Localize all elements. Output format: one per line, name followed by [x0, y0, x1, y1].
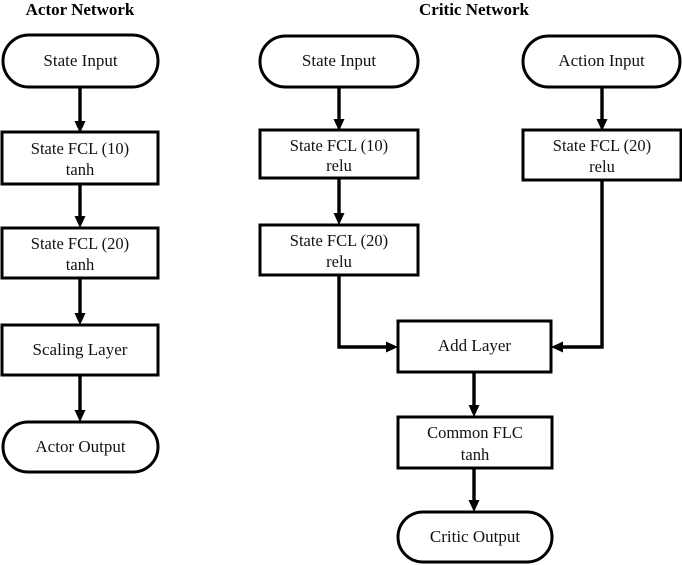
- critic-action-fcl-20-label-line2: relu: [589, 157, 615, 176]
- actor-network-title: Actor Network: [26, 0, 135, 19]
- critic-state-fcl-20-node[interactable]: State FCL (20) relu: [258, 223, 420, 277]
- critic-state-fcl-10-label-line1: State FCL (10): [290, 136, 388, 155]
- actor-edge-scaling-to-output: [74, 375, 86, 422]
- critic-action-fcl-20-label-line1: State FCL (20): [553, 136, 651, 155]
- critic-action-input-shape: [521, 34, 682, 89]
- actor-fcl-20-label-line1: State FCL (20): [31, 234, 129, 253]
- actor-edge-fcl10-to-fcl20: [74, 184, 86, 228]
- actor-state-input-node[interactable]: State Input: [1, 33, 160, 89]
- critic-common-flc-label-line2: tanh: [461, 445, 490, 464]
- critic-output-node[interactable]: Critic Output: [396, 510, 554, 564]
- critic-action-input-node[interactable]: Action Input: [521, 34, 682, 89]
- actor-fcl-10-shape: [0, 130, 160, 186]
- critic-edge-add-layer-to-common-flc: [468, 372, 480, 417]
- critic-output-label: Critic Output: [430, 527, 520, 546]
- critic-state-fcl-20-shape: [258, 223, 420, 277]
- actor-state-input-shape: [1, 33, 160, 89]
- critic-output-shape: [396, 510, 554, 564]
- critic-action-input-label: Action Input: [558, 51, 645, 70]
- critic-add-layer-label: Add Layer: [438, 336, 512, 355]
- critic-state-fcl-10-label-line2: relu: [326, 156, 352, 175]
- actor-fcl-20-shape: [0, 226, 160, 280]
- actor-edge-fcl20-to-scaling: [74, 278, 86, 325]
- critic-state-input-shape: [258, 34, 420, 89]
- critic-edge-state-branch-to-add-layer: [337, 275, 398, 353]
- critic-common-flc-shape: [396, 415, 554, 470]
- actor-fcl-20-node[interactable]: State FCL (20) tanh: [0, 226, 160, 280]
- critic-edge-action-branch-to-add-layer: [551, 180, 604, 353]
- critic-edge-common-flc-to-output: [468, 468, 480, 512]
- critic-common-flc-node[interactable]: Common FLC tanh: [396, 415, 554, 470]
- actor-output-shape: [1, 420, 160, 474]
- critic-add-layer-shape: [396, 319, 553, 374]
- actor-fcl-10-label-line2: tanh: [66, 160, 95, 179]
- critic-state-fcl-20-label-line1: State FCL (20): [290, 231, 388, 250]
- critic-edge-fcl10-to-fcl20: [333, 178, 345, 225]
- actor-fcl-10-label-line1: State FCL (10): [31, 139, 129, 158]
- actor-fcl-20-label-line2: tanh: [66, 255, 95, 274]
- critic-action-fcl-20-node[interactable]: State FCL (20) relu: [521, 128, 682, 182]
- actor-scaling-layer-shape: [0, 323, 160, 377]
- actor-output-label: Actor Output: [35, 437, 125, 456]
- critic-common-flc-label-line1: Common FLC: [427, 423, 523, 442]
- actor-scaling-layer-node[interactable]: Scaling Layer: [0, 323, 160, 377]
- actor-fcl-10-node[interactable]: State FCL (10) tanh: [0, 130, 160, 186]
- critic-state-fcl-10-shape: [258, 128, 420, 180]
- actor-state-input-label: State Input: [43, 51, 117, 70]
- critic-state-fcl-10-node[interactable]: State FCL (10) relu: [258, 128, 420, 180]
- critic-state-input-label: State Input: [302, 51, 376, 70]
- critic-add-layer-node[interactable]: Add Layer: [396, 319, 553, 374]
- actor-scaling-layer-label: Scaling Layer: [33, 340, 128, 359]
- critic-edge-state-input-to-fcl10: [333, 87, 345, 131]
- critic-edge-action-input-to-fcl20: [596, 87, 608, 131]
- critic-state-input-node[interactable]: State Input: [258, 34, 420, 89]
- critic-action-fcl-20-shape: [521, 128, 682, 182]
- actor-edge-input-to-fcl10: [74, 87, 86, 133]
- actor-output-node[interactable]: Actor Output: [1, 420, 160, 474]
- critic-state-fcl-20-label-line2: relu: [326, 252, 352, 271]
- critic-network-title: Critic Network: [419, 0, 530, 19]
